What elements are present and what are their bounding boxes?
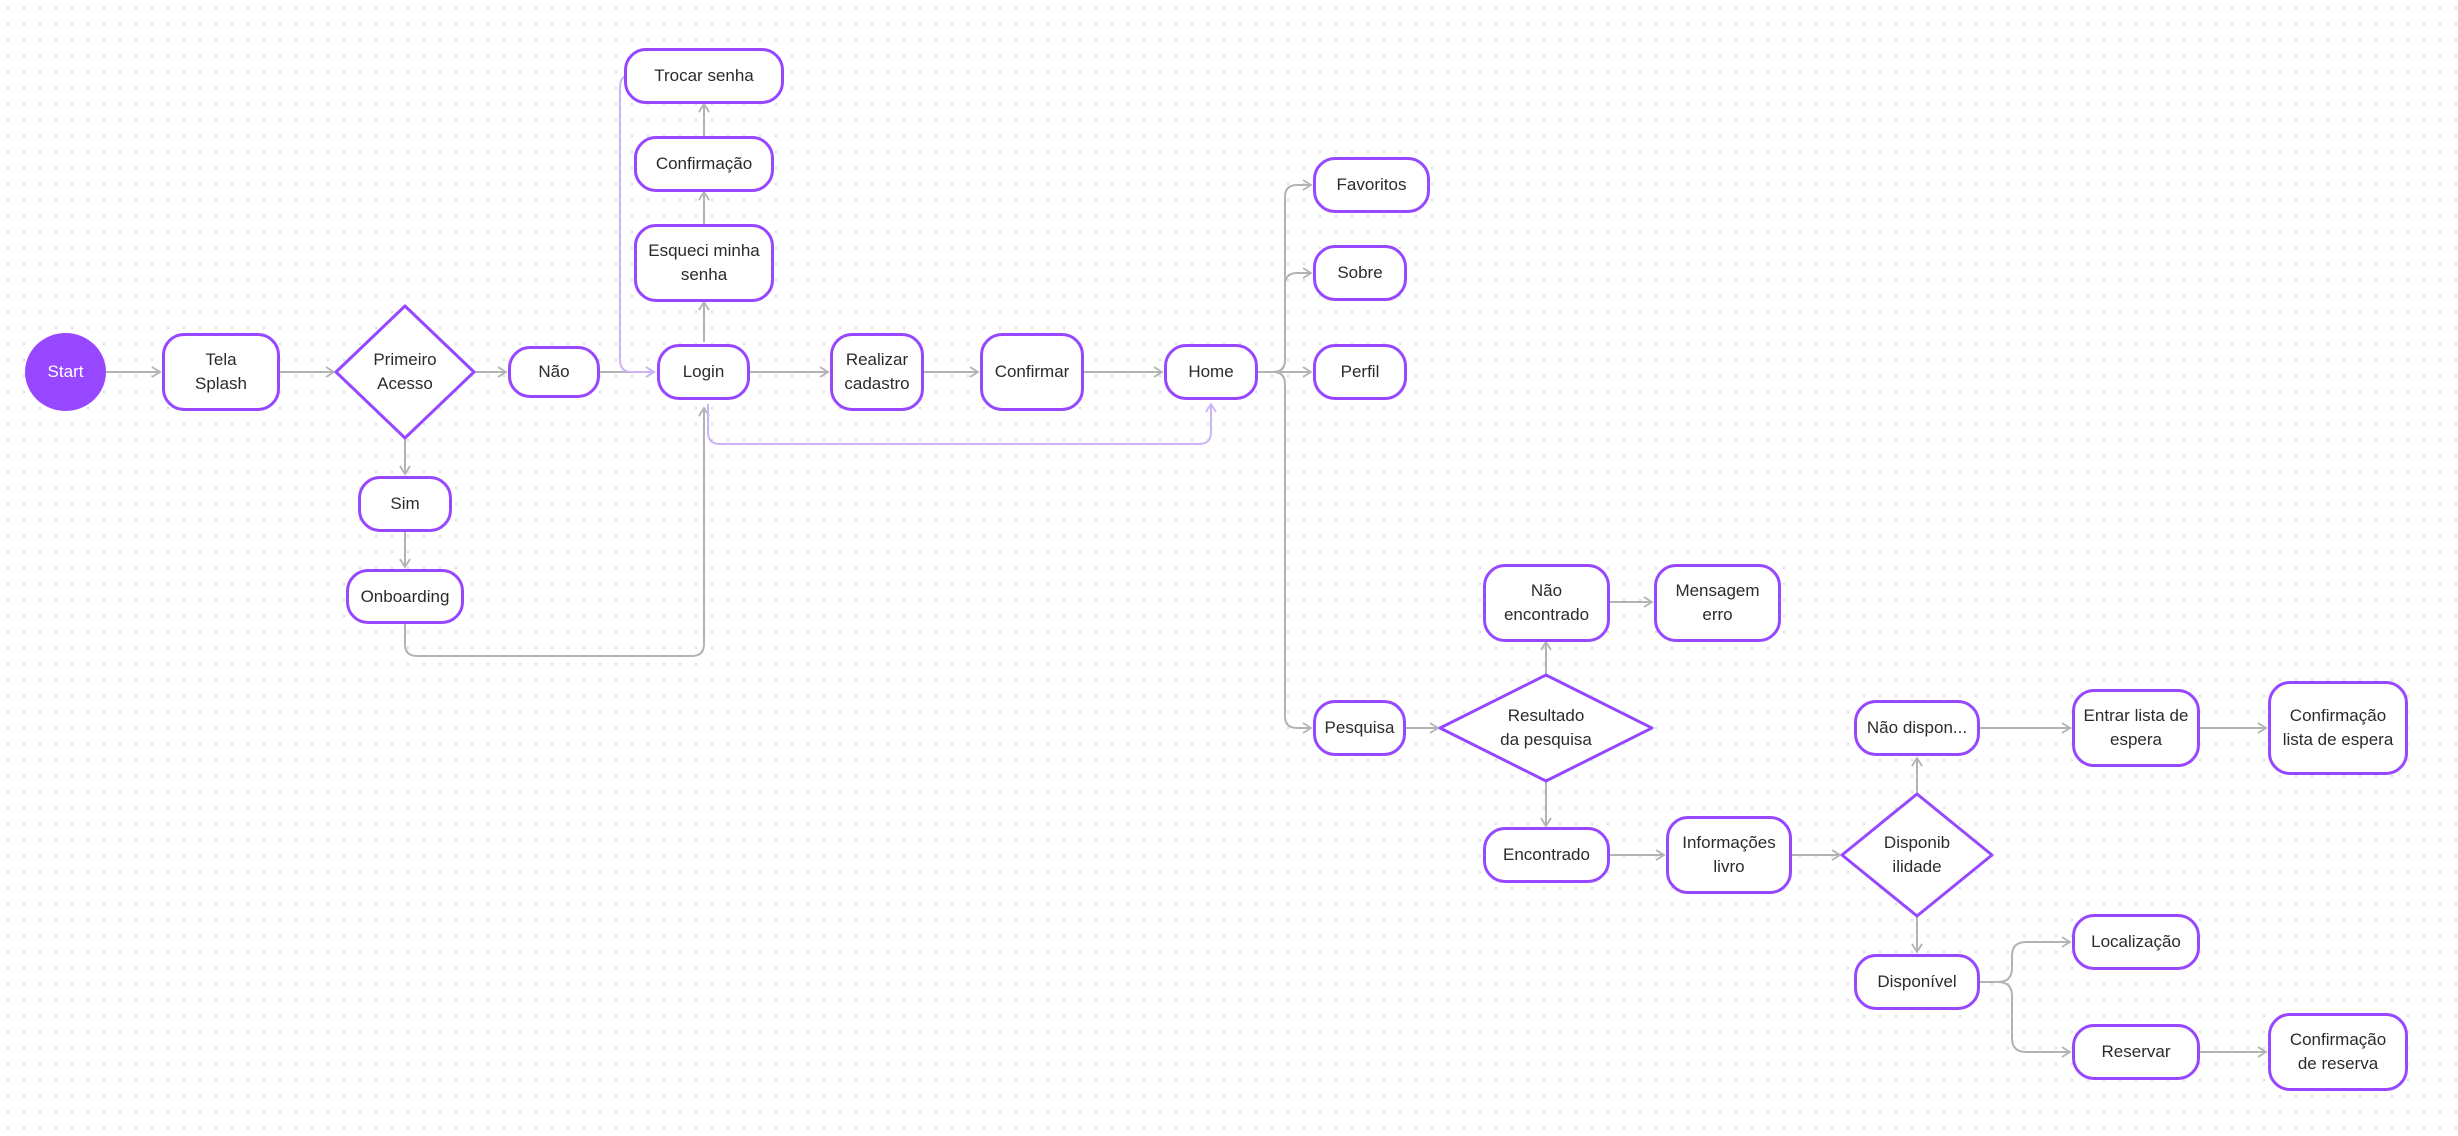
home-label: Home [1188, 362, 1234, 381]
confirmacao-lista-espera-node[interactable]: Confirmação lista de espera [2268, 681, 2408, 775]
informacoes-livro-label: Informações livro [1682, 833, 1776, 876]
realizar-cadastro-node[interactable]: Realizar cadastro [830, 333, 924, 411]
favoritos-node[interactable]: Favoritos [1313, 157, 1430, 213]
perfil-node[interactable]: Perfil [1313, 344, 1407, 400]
edge-onboarding-login [404, 406, 710, 657]
informacoes-livro-node[interactable]: Informações livro [1666, 816, 1792, 894]
mensagem-erro-label: Mensagem erro [1675, 581, 1760, 624]
start-node[interactable]: Start [25, 333, 106, 411]
edge-disponivel-localizacao [1980, 936, 2072, 983]
confirmar-label: Confirmar [994, 362, 1070, 381]
nao-encontrado-node[interactable]: Não encontrado [1483, 564, 1610, 642]
sim-node[interactable]: Sim [358, 476, 452, 532]
confirmacao-label: Confirmação [655, 154, 753, 173]
nao-encontrado-label: Não encontrado [1503, 581, 1590, 624]
disponivel-label: Disponível [1877, 972, 1957, 991]
nao-disponivel-node[interactable]: Não dispon... [1854, 700, 1980, 756]
home-node[interactable]: Home [1164, 344, 1258, 400]
disponibilidade-decision[interactable]: Disponib ilidade [1840, 792, 1994, 918]
pesquisa-node[interactable]: Pesquisa [1313, 700, 1406, 756]
decision-diamond-shape [1840, 792, 1994, 918]
resultado-pesquisa-decision[interactable]: Resultado da pesquisa [1438, 673, 1654, 783]
edge-disponivel-reservar [1980, 981, 2072, 1058]
confirmacao-node[interactable]: Confirmação [634, 136, 774, 192]
trocar-senha-node[interactable]: Trocar senha [624, 48, 784, 104]
esqueci-senha-label: Esqueci minha senha [648, 241, 760, 284]
login-label: Login [682, 362, 725, 381]
confirmacao-reserva-node[interactable]: Confirmação de reserva [2268, 1013, 2408, 1091]
trocar-senha-label: Trocar senha [654, 66, 754, 85]
confirmacao-lista-espera-label: Confirmação lista de espera [2282, 706, 2394, 749]
realizar-cadastro-label: Realizar cadastro [844, 350, 910, 393]
esqueci-senha-node[interactable]: Esqueci minha senha [634, 224, 774, 302]
login-node[interactable]: Login [657, 344, 750, 400]
nao-label: Não [538, 362, 570, 381]
edge-login-home-return [707, 402, 1217, 445]
decision-diamond-shape [1438, 673, 1654, 783]
sobre-node[interactable]: Sobre [1313, 245, 1407, 301]
disponivel-node[interactable]: Disponível [1854, 954, 1980, 1010]
encontrado-node[interactable]: Encontrado [1483, 827, 1610, 883]
favoritos-label: Favoritos [1336, 175, 1407, 194]
onboarding-node[interactable]: Onboarding [346, 569, 464, 624]
nao-disponivel-label: Não dispon... [1866, 718, 1968, 737]
primeiro-acesso-label: Primeiro Acesso [373, 350, 437, 393]
reservar-label: Reservar [2101, 1042, 2171, 1061]
confirmacao-reserva-label: Confirmação de reserva [2289, 1030, 2387, 1073]
edge-trocar-login [619, 74, 656, 378]
localizacao-label: Localização [2091, 932, 2181, 951]
reservar-node[interactable]: Reservar [2072, 1024, 2200, 1080]
onboarding-label: Onboarding [360, 586, 450, 606]
decision-diamond-shape [334, 304, 476, 440]
confirmar-node[interactable]: Confirmar [980, 333, 1084, 411]
edge-home-sobre [1258, 267, 1313, 373]
tela-splash-label: Tela Splash [195, 350, 247, 393]
tela-splash-node[interactable]: Tela Splash [162, 333, 280, 411]
sobre-label: Sobre [1337, 263, 1383, 282]
primeiro-acesso-decision[interactable]: Primeiro Acesso [334, 304, 476, 440]
disponibilidade-label: Disponib ilidade [1883, 833, 1951, 876]
sim-label: Sim [390, 494, 420, 513]
start-label: Start [47, 362, 84, 381]
perfil-label: Perfil [1340, 362, 1380, 381]
mensagem-erro-node[interactable]: Mensagem erro [1654, 564, 1781, 642]
localizacao-node[interactable]: Localização [2072, 914, 2200, 970]
pesquisa-label: Pesquisa [1324, 718, 1395, 737]
nao-node[interactable]: Não [508, 346, 600, 398]
resultado-pesquisa-label: Resultado da pesquisa [1500, 706, 1592, 749]
entrar-lista-espera-label: Entrar lista de espera [2083, 706, 2189, 749]
encontrado-label: Encontrado [1503, 845, 1590, 864]
entrar-lista-espera-node[interactable]: Entrar lista de espera [2072, 689, 2200, 767]
edge-home-pesquisa [1258, 371, 1313, 734]
